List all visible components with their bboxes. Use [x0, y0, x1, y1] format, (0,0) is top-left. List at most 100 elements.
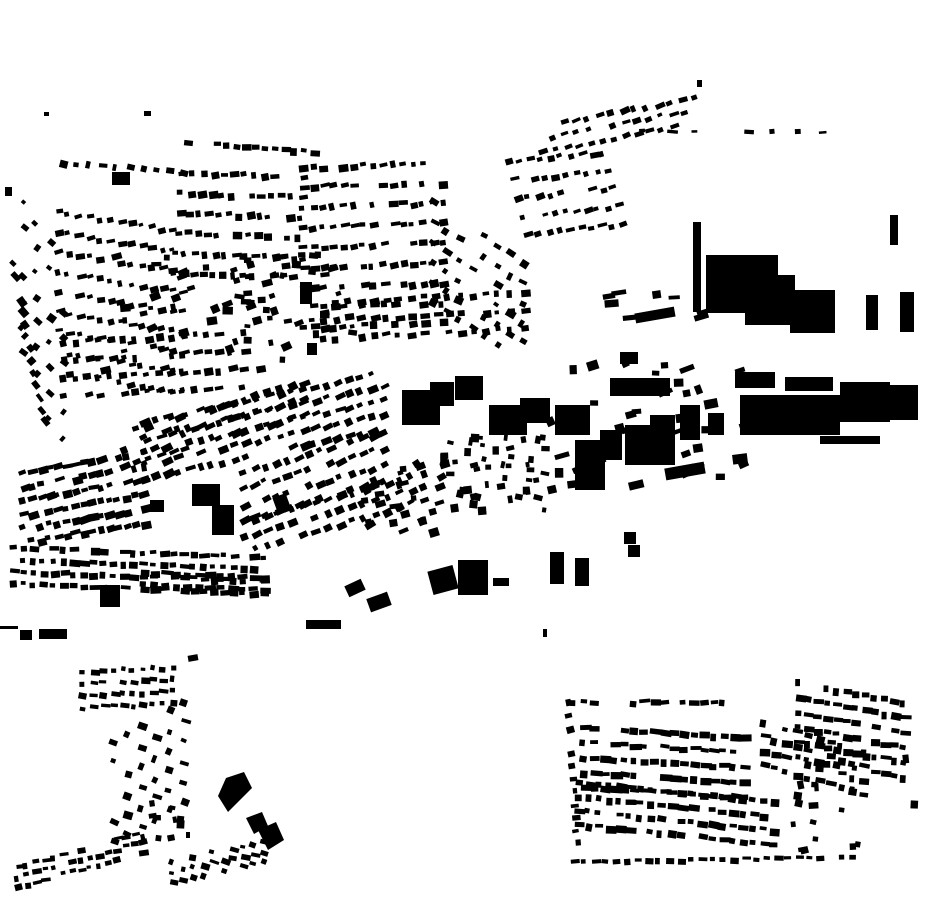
building-footprint: [331, 336, 339, 344]
building-footprint: [808, 801, 819, 810]
building-footprint: [9, 568, 21, 574]
building-footprint: [243, 336, 252, 344]
building-footprint: [520, 324, 530, 332]
building-footprint: [74, 292, 86, 300]
building-footprint: [150, 754, 158, 764]
building-footprint: [333, 378, 343, 388]
building-footprint: [636, 800, 644, 805]
building-footprint: [871, 708, 880, 716]
building-footprint: [251, 315, 263, 326]
building-footprint: [740, 395, 840, 435]
building-footprint: [111, 252, 123, 261]
building-footprint: [564, 143, 573, 151]
building-footprint: [760, 798, 768, 804]
building-footprint: [256, 212, 263, 221]
building-footprint: [370, 496, 381, 504]
building-footprint: [843, 748, 854, 757]
building-footprint: [100, 585, 120, 607]
building-footprint: [811, 781, 818, 788]
building-footprint: [494, 341, 502, 349]
building-footprint: [866, 295, 878, 330]
building-footprint: [180, 445, 190, 453]
building-footprint: [60, 870, 66, 876]
building-footprint: [30, 570, 37, 576]
building-footprint: [748, 796, 756, 803]
building-footprint: [212, 505, 234, 535]
building-footprint: [142, 436, 153, 445]
building-footprint: [307, 343, 317, 355]
building-footprint: [70, 461, 83, 468]
building-footprint: [598, 150, 605, 158]
building-footprint: [485, 464, 492, 470]
building-footprint: [871, 769, 881, 775]
building-footprint: [585, 359, 600, 372]
building-footprint: [116, 358, 126, 365]
building-footprint: [520, 436, 527, 444]
building-footprint: [95, 454, 109, 465]
building-footprint: [311, 397, 324, 407]
building-footprint: [49, 583, 56, 588]
building-footprint: [468, 265, 478, 273]
building-footprint: [420, 293, 428, 299]
building-footprint: [173, 425, 181, 433]
building-footprint: [14, 883, 23, 892]
building-footprint: [680, 405, 700, 440]
building-footprint: [139, 833, 146, 841]
building-footprint: [27, 536, 35, 543]
building-footprint: [232, 231, 243, 240]
building-footprint: [535, 191, 546, 201]
building-footprint: [348, 489, 355, 499]
building-footprint: [335, 473, 342, 480]
building-footprint: [20, 630, 32, 640]
building-footprint: [218, 271, 227, 279]
building-footprint: [396, 504, 405, 513]
building-footprint: [364, 518, 373, 525]
building-footprint: [183, 423, 192, 433]
building-footprint: [667, 802, 680, 810]
building-footprint: [677, 804, 690, 812]
building-footprint: [588, 140, 596, 147]
building-footprint: [749, 839, 756, 846]
building-footprint: [210, 171, 220, 180]
building-footprint: [151, 776, 159, 784]
building-footprint: [220, 173, 229, 177]
building-footprint: [230, 400, 239, 409]
building-footprint: [232, 277, 241, 285]
building-footprint: [899, 775, 906, 784]
building-footprint: [271, 476, 282, 485]
building-footprint: [298, 224, 308, 231]
building-footprint: [27, 510, 41, 521]
building-footprint: [625, 813, 631, 819]
building-footprint: [639, 698, 651, 704]
building-footprint: [240, 298, 252, 305]
building-footprint: [228, 364, 239, 373]
building-footprint: [493, 578, 509, 586]
building-footprint: [391, 320, 399, 329]
building-footprint: [120, 666, 126, 672]
building-footprint: [354, 386, 364, 397]
building-footprint: [78, 867, 87, 873]
building-footprint: [291, 260, 302, 269]
building-footprint: [849, 843, 857, 850]
building-footprint: [322, 381, 331, 392]
building-footprint: [121, 834, 131, 841]
building-footprint: [180, 250, 187, 258]
building-footprint: [65, 331, 76, 337]
building-footprint: [45, 312, 58, 324]
building-footprint: [795, 678, 801, 687]
building-footprint: [309, 384, 321, 392]
building-footprint: [64, 230, 70, 236]
building-footprint: [167, 834, 176, 842]
building-footprint: [739, 779, 751, 787]
building-footprint: [210, 577, 219, 586]
building-footprint: [320, 182, 331, 188]
building-footprint: [310, 163, 318, 171]
building-footprint: [374, 490, 385, 498]
building-footprint: [176, 820, 185, 829]
building-footprint: [89, 704, 99, 710]
building-footprint: [567, 762, 576, 770]
building-footprint: [89, 585, 101, 590]
building-footprint: [9, 580, 18, 588]
building-footprint: [214, 348, 225, 356]
building-footprint: [192, 369, 202, 376]
